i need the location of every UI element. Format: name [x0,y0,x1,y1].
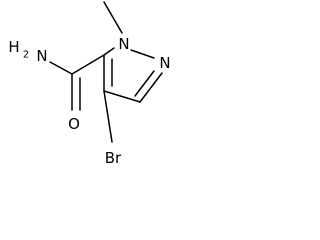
ring-n1-label: N [118,35,129,53]
carbonyl-o-label: O [68,115,80,133]
bromine-label: Br [105,149,122,167]
c3-c4-bond [103,90,141,103]
molecule-canvas: N H 2 N N O Br [8,1,171,167]
amide-nitrogen-bond [49,61,73,75]
amine-h-count-label: 2 [23,50,29,61]
n1-n2-bond [130,49,155,59]
c4-br-bond [103,90,113,143]
amine-h-label: H [8,38,19,56]
c5-n1-bond [103,47,115,56]
n2-c3-bond [139,72,163,103]
amine-n-label: N [36,47,47,65]
structure-diagram: N H 2 N N O Br [0,0,180,176]
n2-c3-bond-second [134,70,155,97]
c5-amide-carbon-bond [71,54,105,75]
ring-n2-label: N [159,54,170,72]
methyl-bond [103,1,123,34]
